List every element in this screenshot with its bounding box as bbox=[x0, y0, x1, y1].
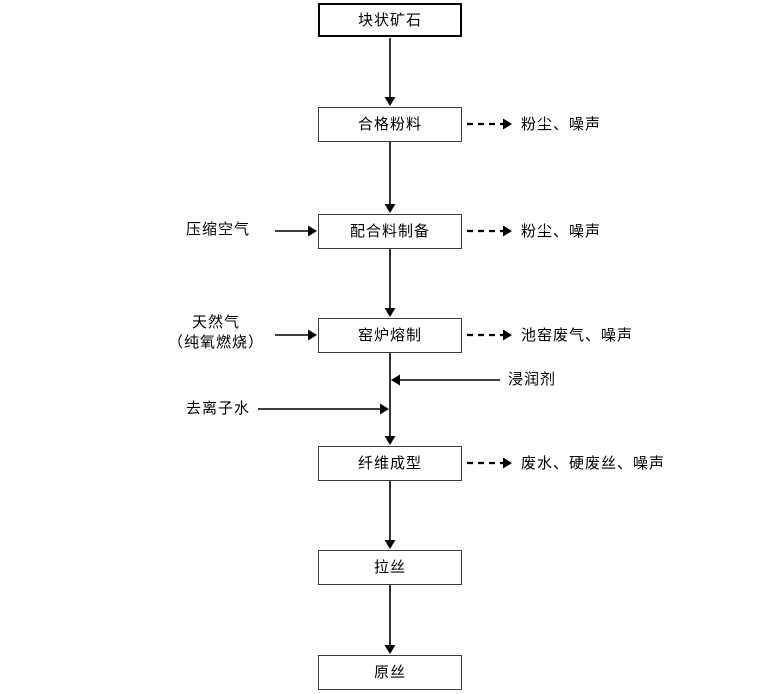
emission-fiber-forming-arrow bbox=[467, 457, 512, 469]
compressed-air-arrow bbox=[275, 225, 317, 237]
process-node-raw-ore[interactable]: 块状矿石 bbox=[318, 3, 462, 37]
flow-batch-to-furnace-arrowhead bbox=[384, 308, 396, 317]
input-label-wetting-agent: 浸润剂 bbox=[508, 371, 557, 388]
flow-drawing-to-yarn bbox=[384, 585, 396, 654]
input-label-deionized-water: 去离子水 bbox=[186, 400, 250, 419]
process-node-furnace-melt[interactable]: 窑炉熔制 bbox=[318, 318, 462, 353]
process-node-label: 块状矿石 bbox=[357, 11, 422, 29]
flow-drawing-to-yarn-arrowhead bbox=[384, 645, 396, 654]
emission-batch-prep-label: 粉尘、噪声 bbox=[521, 223, 602, 240]
process-node-batch-prep[interactable]: 配合料制备 bbox=[318, 214, 462, 249]
process-node-qualified-powder[interactable]: 合格粉料 bbox=[318, 107, 462, 142]
input-label-line: 压缩空气 bbox=[186, 221, 251, 238]
emission-furnace-melt-arrow bbox=[467, 329, 512, 341]
flow-powder-to-batch bbox=[384, 142, 396, 213]
input-label-natural-gas: 天然气 （纯氧燃烧） bbox=[168, 313, 264, 352]
emission-furnace-melt-label: 池窑废气、噪声 bbox=[521, 327, 634, 344]
flow-ore-to-powder bbox=[384, 38, 396, 106]
process-node-label: 合格粉料 bbox=[357, 116, 422, 133]
emission-fiber-forming-arrowhead bbox=[503, 457, 512, 469]
flow-fiber-to-drawing-arrowhead bbox=[384, 540, 396, 549]
flow-fiber-to-drawing bbox=[384, 481, 396, 549]
wetting-agent-arrow bbox=[391, 374, 500, 386]
process-node-raw-yarn[interactable]: 原丝 bbox=[318, 655, 462, 690]
input-label-compressed-air: 压缩空气 bbox=[186, 221, 250, 240]
input-label-line: （纯氧燃烧） bbox=[168, 333, 265, 351]
process-node-fiber-forming[interactable]: 纤维成型 bbox=[318, 446, 462, 481]
natural-gas-arrow bbox=[275, 329, 317, 341]
process-node-label: 拉丝 bbox=[373, 559, 406, 576]
deionized-water-arrowhead bbox=[380, 403, 389, 415]
emission-qualified-powder-label: 粉尘、噪声 bbox=[521, 116, 602, 133]
process-node-label: 配合料制备 bbox=[349, 223, 430, 240]
emission-qualified-powder-arrow bbox=[467, 118, 512, 130]
process-node-label: 窑炉熔制 bbox=[357, 327, 422, 344]
flow-powder-to-batch-arrowhead bbox=[384, 204, 396, 213]
natural-gas-arrowhead bbox=[308, 329, 317, 341]
emission-batch-prep-arrow bbox=[467, 225, 512, 237]
process-node-label: 纤维成型 bbox=[357, 455, 422, 472]
process-node-wire-drawing[interactable]: 拉丝 bbox=[318, 550, 462, 585]
input-label-line: 天然气 bbox=[192, 314, 241, 331]
flow-furnace-to-fiber bbox=[384, 353, 396, 445]
emission-qualified-powder-arrowhead bbox=[503, 118, 512, 130]
emission-batch-prep-arrowhead bbox=[503, 225, 512, 237]
flow-ore-to-powder-arrowhead bbox=[384, 97, 396, 106]
compressed-air-arrowhead bbox=[308, 225, 317, 237]
deionized-water-arrow bbox=[258, 403, 389, 415]
wetting-agent-arrowhead bbox=[391, 374, 400, 386]
emission-fiber-forming-label: 废水、硬废丝、噪声 bbox=[521, 455, 666, 472]
input-label-line: 去离子水 bbox=[186, 400, 251, 417]
flow-batch-to-furnace bbox=[384, 249, 396, 317]
emission-furnace-melt-arrowhead bbox=[503, 329, 512, 341]
flow-furnace-to-fiber-arrowhead bbox=[384, 436, 396, 445]
process-node-label: 原丝 bbox=[373, 664, 406, 681]
